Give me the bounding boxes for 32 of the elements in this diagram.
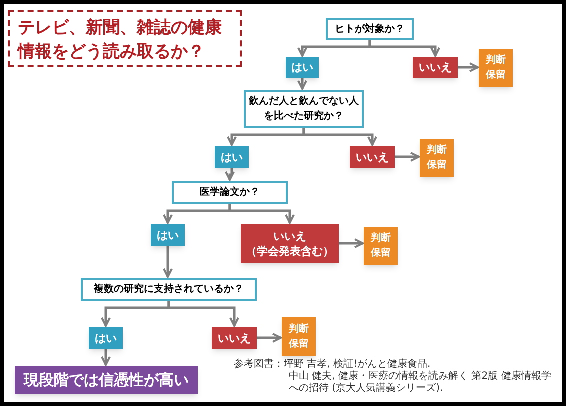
- arrow: [101, 349, 111, 366]
- reference-note: 参考図書：坪野 吉孝, 検証!がんと健康食品.: [234, 359, 432, 370]
- arrow: [368, 40, 440, 57]
- no-box: いいえ: [212, 327, 257, 349]
- conclusion-box: 現段階では信憑性が高い: [15, 366, 198, 394]
- arrow: [163, 246, 173, 278]
- question-box: ヒトが対象か？: [326, 18, 414, 40]
- no-box: いいえ （学会発表含む）: [241, 224, 339, 263]
- question-box: 医学論文か？: [172, 181, 288, 204]
- question-box: 飲んだ人と飲んでない人を比べた研究か？: [244, 90, 364, 128]
- pending-box: 判断保留: [479, 49, 513, 87]
- question-box: 複数の研究に支持されているか？: [81, 278, 257, 301]
- reference-note: 中山 健夫, 健康・医療の情報を読み解く 第2版 健康情報学への招待 (京大人気講義シリーズ).: [289, 371, 552, 395]
- arrow: [339, 238, 364, 248]
- arrow: [257, 333, 282, 343]
- no-box: いいえ: [413, 57, 458, 78]
- pending-box: 判断保留: [420, 139, 454, 177]
- pending-box: 判断保留: [364, 227, 398, 265]
- yes-box: はい: [89, 327, 123, 349]
- yes-box: はい: [215, 146, 249, 168]
- arrow: [168, 301, 240, 327]
- title: テレビ、新聞、雑誌の健康情報をどう読み取るか？: [8, 10, 242, 67]
- pending-box: 判断保留: [282, 317, 316, 356]
- arrow: [225, 168, 235, 181]
- arrow: [228, 204, 295, 224]
- arrow: [298, 78, 308, 90]
- no-box: いいえ: [350, 146, 395, 168]
- arrow: [395, 152, 420, 162]
- arrow: [302, 128, 378, 146]
- yes-box: はい: [286, 57, 319, 78]
- arrow: [458, 62, 479, 72]
- yes-box: はい: [151, 224, 185, 246]
